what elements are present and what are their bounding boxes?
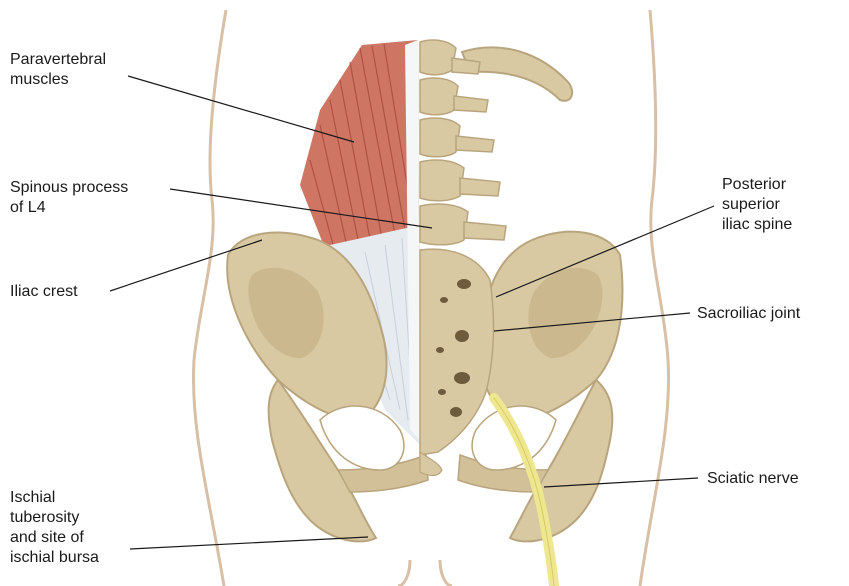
- leader-paravertebral: [128, 76, 354, 142]
- label-spinous-process: Spinous process of L4: [10, 178, 128, 218]
- label-sacroiliac-joint: Sacroiliac joint: [697, 304, 800, 324]
- label-sciatic-nerve: Sciatic nerve: [707, 469, 799, 489]
- label-ischial-tuberosity: Ischial tuberosity and site of ischial b…: [10, 488, 99, 568]
- label-posterior-superior-iliac-spine: Posterior superior iliac spine: [722, 175, 792, 235]
- label-paravertebral-muscles: Paravertebral muscles: [10, 50, 106, 90]
- label-iliac-crest: Iliac crest: [10, 282, 78, 302]
- leader-ischial: [130, 537, 368, 549]
